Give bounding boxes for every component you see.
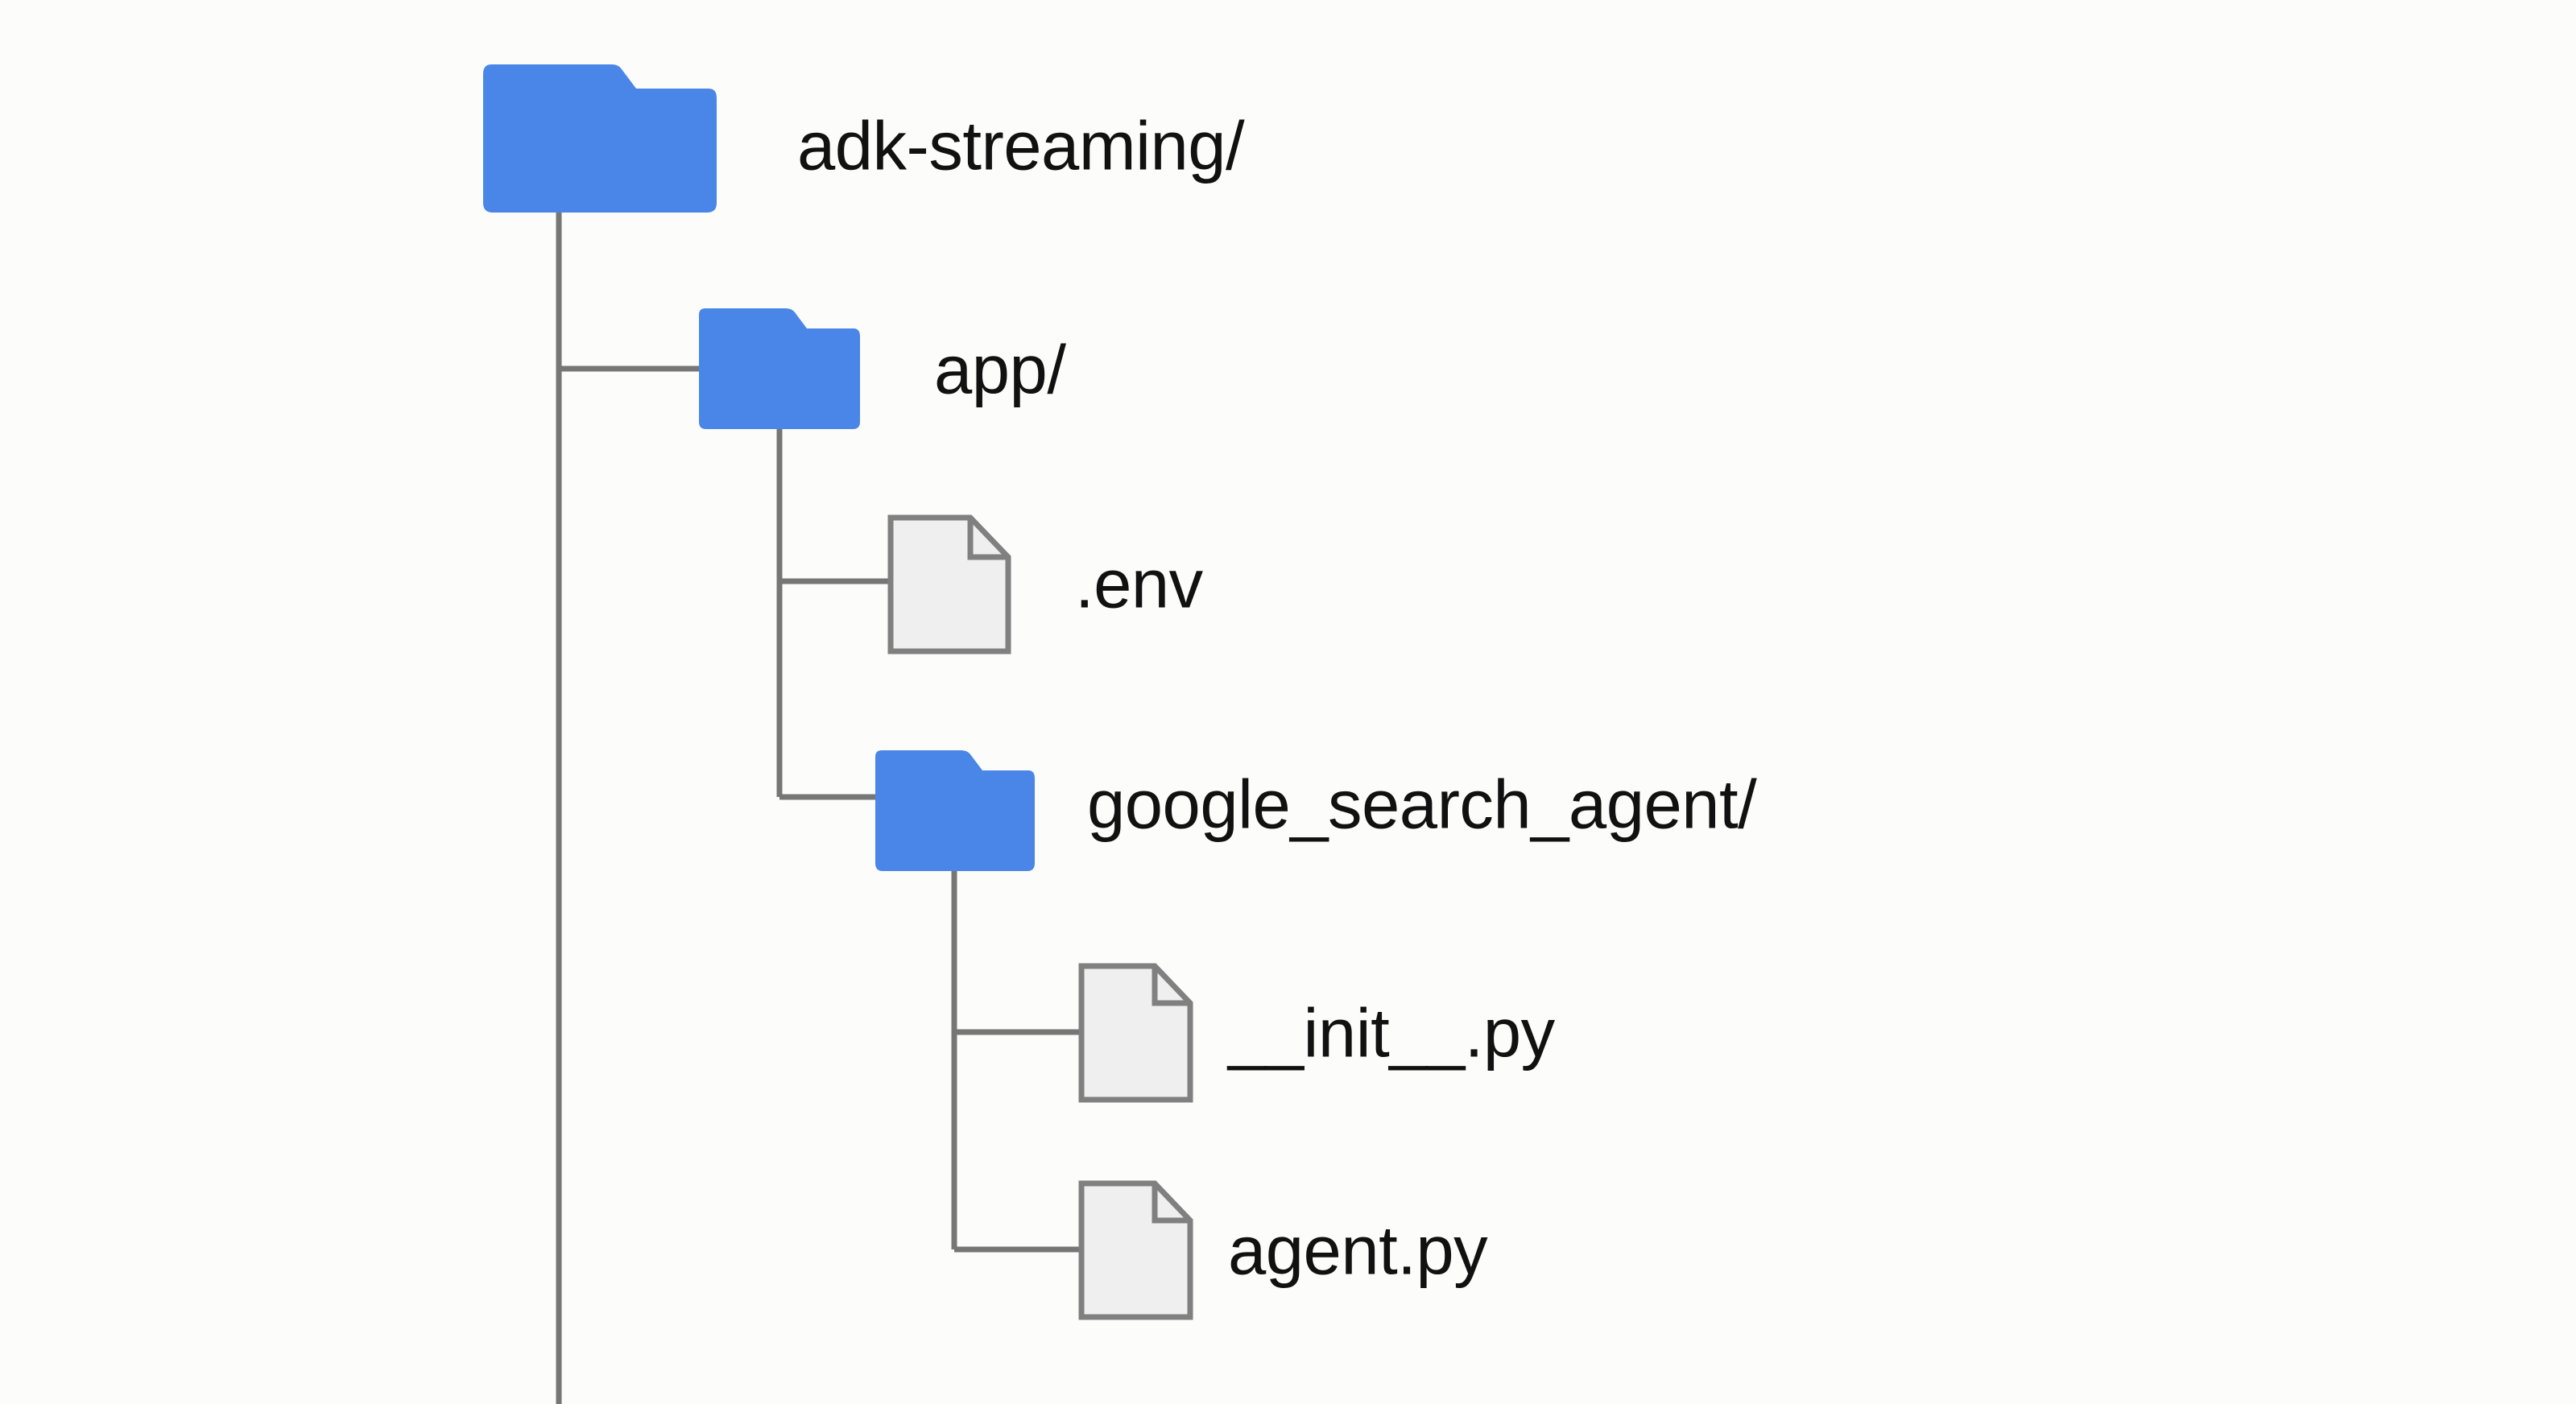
tree-node-label-init-py: __init__.py: [1228, 995, 1555, 1072]
tree-node-label-google-search-agent: google_search_agent/: [1087, 766, 1757, 844]
tree-node-label-root: adk-streaming/: [797, 108, 1245, 185]
folder-icon: [699, 308, 860, 429]
folder-icon: [483, 64, 717, 213]
tree-node-label-app: app/: [934, 332, 1066, 409]
file-icon: [1078, 963, 1193, 1103]
folder-icon: [875, 750, 1035, 871]
file-icon: [1078, 1180, 1193, 1320]
file-icon: [887, 514, 1011, 655]
connector-lines: [556, 211, 1081, 1404]
tree-node-label-env: .env: [1075, 546, 1203, 623]
tree-node-label-agent-py: agent.py: [1228, 1212, 1488, 1290]
